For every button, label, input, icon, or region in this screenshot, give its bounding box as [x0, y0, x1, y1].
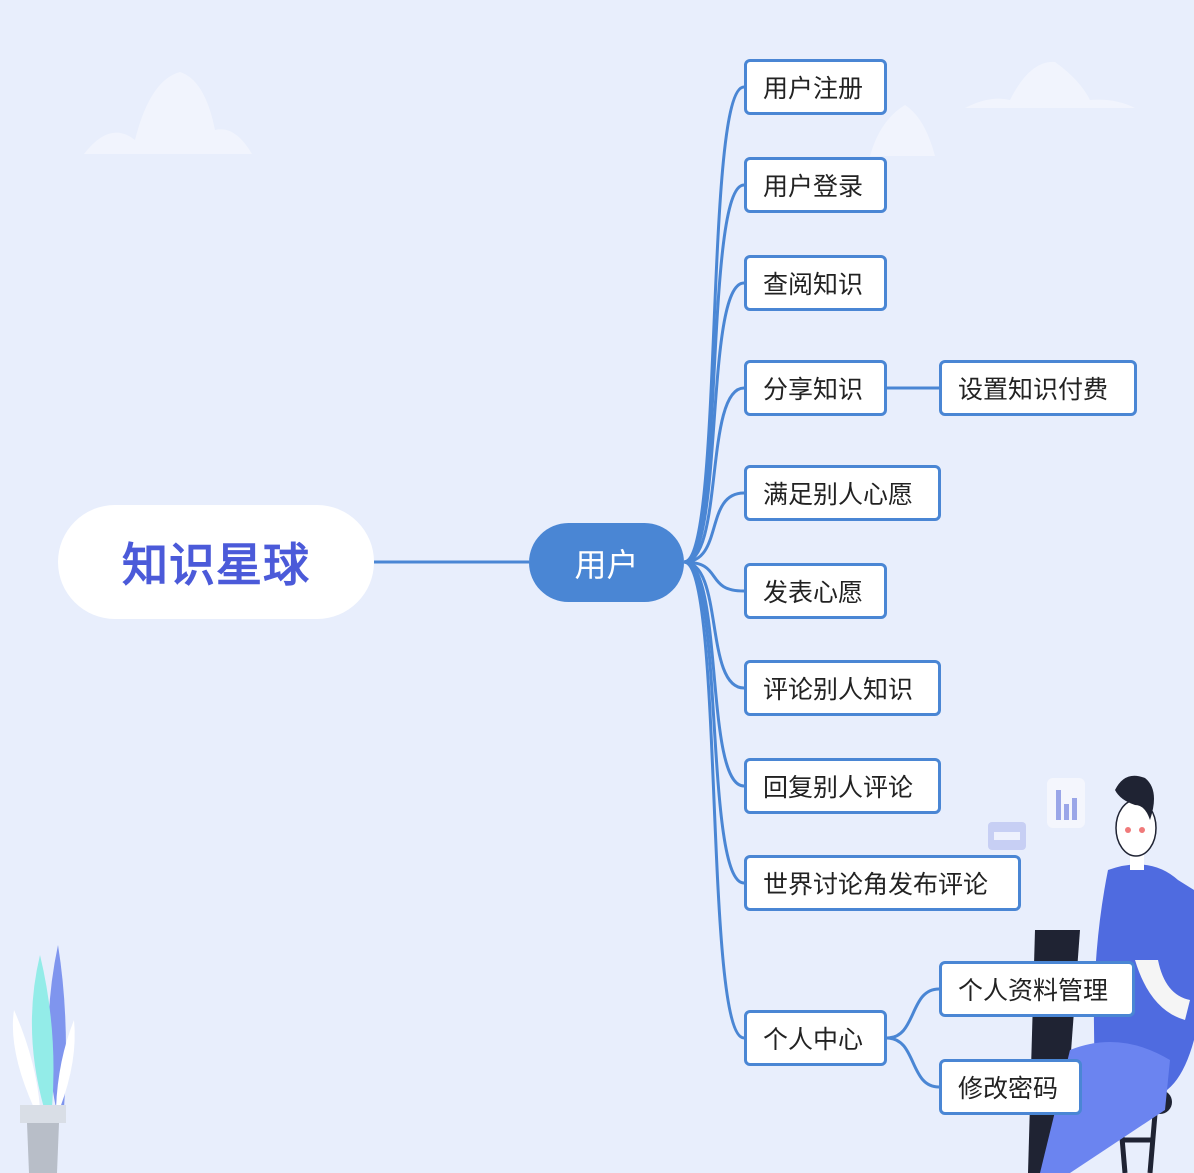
- branch-comment-knowledge[interactable]: 评论别人知识: [744, 660, 941, 716]
- branch-user-login[interactable]: 用户登录: [744, 157, 887, 213]
- cloud-left-icon: [84, 72, 252, 154]
- branch-label: 个人中心: [763, 1025, 864, 1054]
- branch-label: 评论别人知识: [763, 675, 914, 704]
- code-card-icon: [988, 822, 1026, 850]
- branch-label: 分享知识: [763, 375, 864, 404]
- cloud-small-icon: [870, 105, 935, 156]
- branch-label: 世界讨论角发布评论: [763, 870, 989, 899]
- cloud-right-icon: [965, 61, 1135, 108]
- hub-node-user[interactable]: 用户: [529, 523, 684, 602]
- branch-label: 发表心愿: [763, 578, 864, 607]
- branch-post-wish[interactable]: 发表心愿: [744, 563, 887, 619]
- connector-hub-branch-8: [683, 560, 745, 885]
- branch-reply-comment[interactable]: 回复别人评论: [744, 758, 941, 814]
- connector-hub-branch-6: [683, 560, 745, 690]
- connector-hub-branch-5: [683, 560, 745, 593]
- connector-hub-branch-7: [683, 560, 745, 788]
- root-node-label: 知识星球: [122, 538, 310, 592]
- sub-branch-label: 修改密码: [958, 1074, 1059, 1103]
- connector-hub-branch-1: [683, 183, 745, 564]
- connector-hub-branch-9: [683, 560, 745, 1040]
- connector-personal-child-0: [886, 987, 940, 1040]
- connector-hub-branch-0: [683, 85, 745, 564]
- sub-branch-profile-management[interactable]: 个人资料管理: [939, 961, 1135, 1017]
- branch-personal-center[interactable]: 个人中心: [744, 1010, 887, 1066]
- branch-label: 查阅知识: [763, 270, 864, 299]
- sub-branch-set-knowledge-fee[interactable]: 设置知识付费: [939, 360, 1137, 416]
- connector-hub-branch-3: [683, 386, 745, 564]
- branch-fulfill-wishes[interactable]: 满足别人心愿: [744, 465, 941, 521]
- branch-share-knowledge[interactable]: 分享知识: [744, 360, 887, 416]
- connector-personal-child-1: [886, 1036, 940, 1089]
- branch-view-knowledge[interactable]: 查阅知识: [744, 255, 887, 311]
- root-node-knowledge-planet[interactable]: 知识星球: [58, 505, 374, 619]
- branch-label: 用户登录: [763, 172, 864, 201]
- branch-label: 用户注册: [763, 74, 864, 103]
- branch-label: 满足别人心愿: [763, 480, 914, 509]
- sub-branch-label: 设置知识付费: [958, 375, 1109, 404]
- hub-node-label: 用户: [574, 545, 639, 584]
- branch-user-register[interactable]: 用户注册: [744, 59, 887, 115]
- sub-branch-change-password[interactable]: 修改密码: [939, 1059, 1082, 1115]
- plant-icon: [12, 945, 75, 1173]
- bar-chart-card-icon: [1047, 778, 1085, 828]
- sub-branch-label: 个人资料管理: [958, 976, 1109, 1005]
- branch-label: 回复别人评论: [763, 773, 914, 802]
- connector-hub-branch-4: [683, 491, 745, 564]
- branch-world-discussion[interactable]: 世界讨论角发布评论: [744, 855, 1021, 911]
- connector-hub-branch-2: [683, 281, 745, 564]
